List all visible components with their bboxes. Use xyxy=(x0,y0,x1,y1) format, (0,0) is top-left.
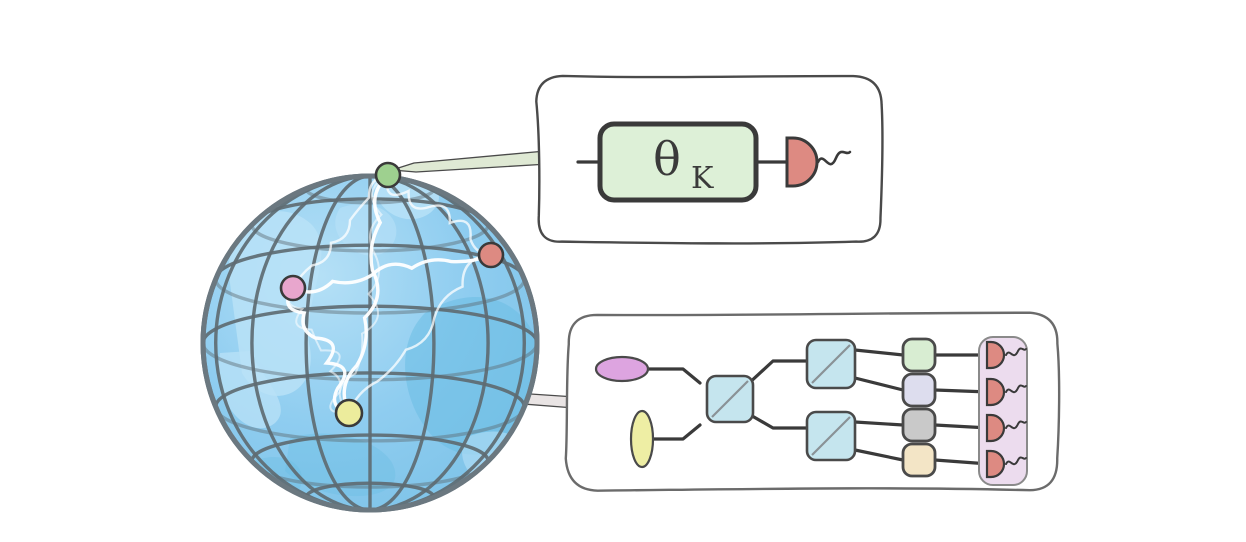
parallel-front-2 xyxy=(250,433,490,462)
phase-shifters[interactable] xyxy=(901,337,937,478)
beamsplitter-2-diagonal xyxy=(811,344,851,384)
wire-bs2-to-ps1 xyxy=(853,348,905,357)
beamsplitter-2[interactable] xyxy=(805,338,857,390)
detector[interactable] xyxy=(785,136,819,188)
globe-patch-4 xyxy=(285,433,396,497)
meridian-7 xyxy=(214,176,371,510)
parallel-front-4 xyxy=(203,304,537,344)
phase-shifter-1[interactable] xyxy=(901,337,937,373)
phase-shifter-4-body xyxy=(901,442,937,478)
entanglement-link-4 xyxy=(347,253,493,415)
wire-bs3-to-ps4 xyxy=(853,448,905,462)
theta-k-gate-label: θ xyxy=(653,132,681,186)
entanglement-link-0 xyxy=(291,176,390,290)
parallel-front-5 xyxy=(214,243,526,280)
entanglement-strand-0 xyxy=(338,176,389,414)
detector-1-body xyxy=(985,340,1006,370)
globe-node-red[interactable] xyxy=(477,241,505,269)
photon-sources[interactable] xyxy=(594,355,655,469)
beamsplitter-1[interactable] xyxy=(705,374,755,424)
node-yellow-dot xyxy=(334,398,364,428)
parallel-back-4 xyxy=(203,342,537,382)
phase-shifter-2-body xyxy=(901,372,937,408)
detector-2[interactable] xyxy=(985,377,1027,407)
wire-source1-to-bs1 xyxy=(646,367,702,385)
detector-4[interactable] xyxy=(985,449,1027,479)
single-qubit-measurement-panel[interactable]: θ K xyxy=(535,74,884,245)
phase-shifter-4[interactable] xyxy=(901,442,937,478)
theta-k-gate-subscript: K xyxy=(691,161,714,196)
wire-bs1-to-bs2 xyxy=(745,359,809,387)
node-green-dot xyxy=(374,161,402,189)
source-vertical-polarizer-body xyxy=(629,409,655,469)
wire-bs2-to-ps2 xyxy=(853,376,905,392)
parallel-back-3 xyxy=(214,406,526,443)
phase-shifter-1-body xyxy=(901,337,937,373)
globe-rim xyxy=(200,173,540,513)
globe-patch-5 xyxy=(335,203,397,256)
photonic-circuit-panel[interactable] xyxy=(564,311,1061,492)
globe-node-pink[interactable] xyxy=(279,274,307,302)
detector-2-squiggle xyxy=(1005,384,1027,394)
detector-1-squiggle xyxy=(1005,347,1027,357)
theta-k-gate[interactable]: θ K xyxy=(597,121,759,203)
wire-bs1-to-bs3 xyxy=(745,411,809,430)
beamsplitter-1-diagonal xyxy=(711,380,749,418)
parallel-back-7 xyxy=(304,188,436,205)
detector-4-squiggle xyxy=(1005,456,1027,466)
parallel-front-3 xyxy=(214,371,526,408)
detector-bank[interactable] xyxy=(978,336,1028,486)
globe-node-yellow[interactable] xyxy=(334,398,364,428)
globe-patch-1 xyxy=(218,351,281,429)
wire-bs3-to-ps3 xyxy=(853,420,905,427)
detector-3-body xyxy=(985,413,1006,443)
quantum-network-globe[interactable] xyxy=(200,161,542,513)
source-vertical-polarizer[interactable] xyxy=(629,409,655,469)
source-horizontal-polarizer-body xyxy=(594,355,650,383)
detector-1[interactable] xyxy=(985,340,1027,370)
detector-2-body xyxy=(985,377,1006,407)
entanglement-link-3 xyxy=(291,253,493,294)
entanglement-link-2 xyxy=(385,176,493,257)
meridian-5 xyxy=(304,176,371,510)
phase-shifter-3-body xyxy=(901,407,937,443)
detector-4-body xyxy=(985,449,1006,479)
connector-green-to-top-panel xyxy=(391,150,541,173)
beamsplitters[interactable] xyxy=(705,338,857,462)
detector-bank-body xyxy=(978,336,1028,486)
globe-nodes[interactable] xyxy=(279,161,505,428)
source-horizontal-polarizer[interactable] xyxy=(594,355,650,383)
meridian-1 xyxy=(369,176,526,510)
phase-shifter-2[interactable] xyxy=(901,372,937,408)
parallel-front-1 xyxy=(304,481,436,498)
wire-source2-to-bs1 xyxy=(651,423,702,441)
beamsplitter-3[interactable] xyxy=(805,410,857,462)
node-pink-dot xyxy=(279,274,307,302)
detector-3[interactable] xyxy=(985,413,1027,443)
globe-node-green[interactable] xyxy=(374,161,402,189)
beamsplitter-3-diagonal xyxy=(811,416,851,456)
connector-green-to-top-panel-body xyxy=(391,150,541,173)
node-red-dot xyxy=(477,241,505,269)
signal-squiggle xyxy=(816,150,852,166)
phase-shifter-3[interactable] xyxy=(901,407,937,443)
entanglement-strand-1 xyxy=(287,287,350,415)
detector-3-squiggle xyxy=(1005,420,1027,430)
entanglement-links xyxy=(286,176,493,415)
